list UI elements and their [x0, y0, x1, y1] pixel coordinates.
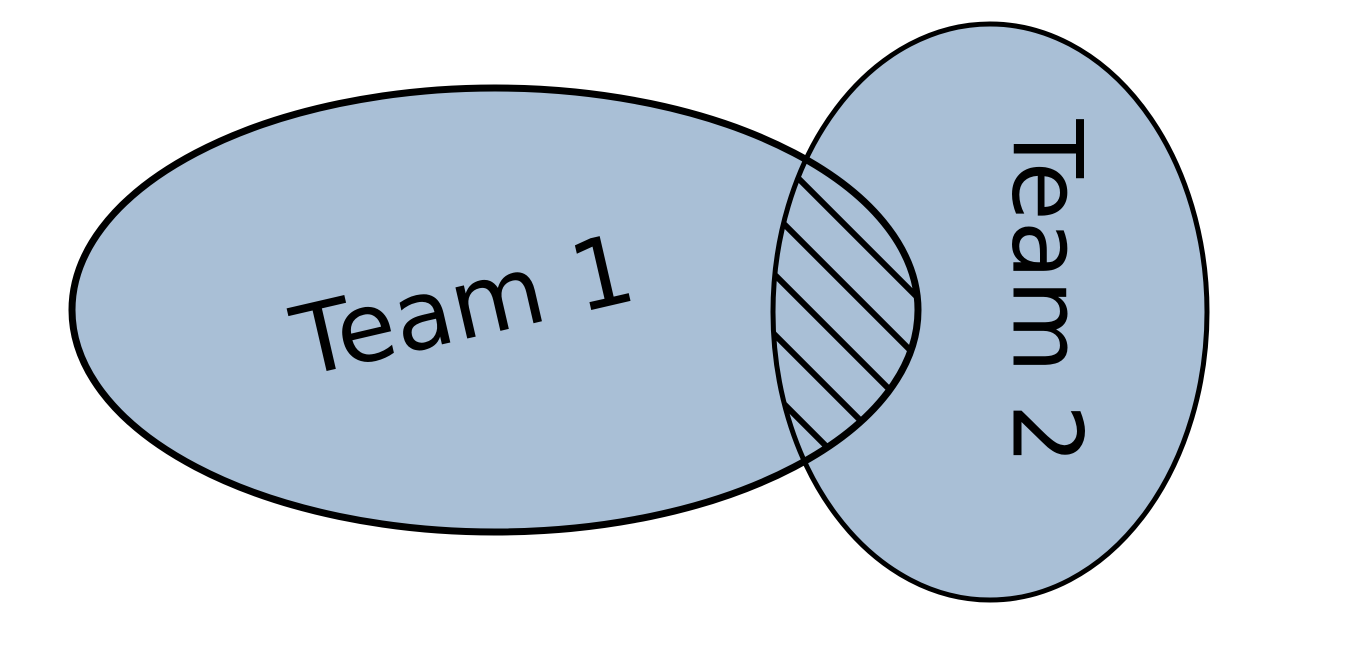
team1-ellipse [68, 84, 922, 536]
team2-label: Team 2 [991, 118, 1103, 464]
team2-inner-outline [770, 88, 918, 532]
